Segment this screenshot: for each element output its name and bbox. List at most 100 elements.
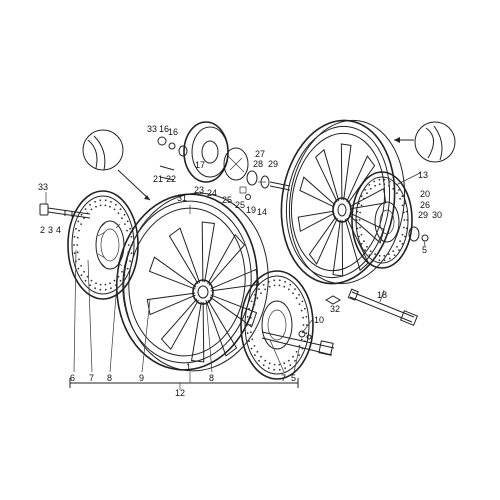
disc-hole xyxy=(360,195,363,198)
disc-hole xyxy=(401,233,404,236)
disc-hole xyxy=(113,279,116,282)
disc-hole xyxy=(130,235,133,238)
disc-hole xyxy=(80,265,82,267)
disc-hole xyxy=(292,355,294,358)
disc-hole xyxy=(404,202,406,205)
disc-hole xyxy=(104,283,107,286)
disc-hole xyxy=(73,235,76,238)
disc-hole xyxy=(73,252,76,255)
disc-hole xyxy=(273,368,276,371)
callout-33-left: 33 xyxy=(38,182,48,192)
disc-hole xyxy=(393,184,396,186)
disc-hole xyxy=(251,338,254,341)
disc-hole xyxy=(404,235,406,238)
disc-hole xyxy=(250,331,252,334)
disc-hole xyxy=(248,340,251,343)
disc-hole xyxy=(77,267,80,270)
disc-hole xyxy=(109,282,111,285)
disc-hole xyxy=(73,244,75,246)
wheel-spoke xyxy=(344,217,369,272)
callout-8-right: 8 xyxy=(209,373,214,383)
callout-27: 27 xyxy=(255,149,265,159)
disc-hole xyxy=(104,204,107,207)
disc-hole xyxy=(89,203,91,206)
disc-hole xyxy=(78,229,80,232)
disc-hole xyxy=(253,303,256,305)
disc-hole xyxy=(94,287,96,290)
disc-hole xyxy=(388,180,391,183)
disc-hole xyxy=(374,253,376,256)
disc-hole xyxy=(260,355,262,358)
disc-hole xyxy=(75,227,77,230)
callout-20: 20 xyxy=(420,189,430,199)
callout-5-right: 5 xyxy=(422,245,427,255)
rear-bearing xyxy=(408,226,420,242)
disc-hole xyxy=(366,192,368,195)
disc-hole xyxy=(294,288,296,291)
disc-hole xyxy=(129,227,132,230)
disc-hole xyxy=(283,285,286,288)
disc-hole xyxy=(127,244,130,246)
callout-16-b: 16 xyxy=(168,127,178,137)
disc-hole xyxy=(268,285,271,288)
disc-hole xyxy=(126,267,129,270)
wheel-spoke xyxy=(209,294,258,328)
callout-labels: 33 2 3 4 6 7 8 9 1 8 12 7 5 10 18 32 5 1… xyxy=(38,124,442,398)
disc-hole xyxy=(392,250,395,253)
disc-hole xyxy=(355,219,358,221)
rear-hub-assembly xyxy=(157,121,291,200)
callout-23: 23 xyxy=(194,185,204,195)
disc-hole xyxy=(250,300,253,303)
disc-hole xyxy=(250,347,253,350)
wheel-spoke xyxy=(160,298,199,351)
disc-hole xyxy=(369,187,372,190)
callout-24: 24 xyxy=(207,188,217,198)
front-wheel xyxy=(115,192,269,372)
disc-hole xyxy=(76,251,79,254)
wheel-spoke xyxy=(190,301,205,363)
disc-hole xyxy=(364,189,366,191)
callout-29-a: 28 xyxy=(253,159,263,169)
disc-hole xyxy=(267,280,270,283)
disc-hole xyxy=(305,332,308,335)
disc-hole xyxy=(301,300,304,303)
disc-hole xyxy=(99,283,102,286)
disc-hole xyxy=(84,208,87,211)
disc-hole xyxy=(368,254,371,256)
disc-hole xyxy=(84,279,87,282)
detail-circle-right xyxy=(394,121,456,163)
rear-wheel xyxy=(280,119,406,285)
disc-hole xyxy=(388,253,390,256)
disc-hole xyxy=(406,219,409,221)
disc-hole xyxy=(95,205,97,208)
rear-axle xyxy=(347,288,419,326)
disc-hole xyxy=(273,363,276,366)
disc-hole xyxy=(298,354,300,357)
disc-hole xyxy=(254,293,256,296)
wheel-spoke xyxy=(340,143,352,201)
disc-hole xyxy=(248,307,251,310)
disc-hole xyxy=(121,217,123,220)
wheel-spoke xyxy=(207,233,246,286)
disc-hole xyxy=(300,309,303,312)
disc-hole xyxy=(364,249,366,252)
disc-hole xyxy=(283,362,286,365)
disc-hole xyxy=(401,195,404,198)
disc-hole xyxy=(126,220,129,223)
detail-circle-left xyxy=(82,129,151,201)
disc-hole xyxy=(399,197,401,200)
disc-hole xyxy=(302,316,304,319)
front-axle xyxy=(261,330,335,356)
disc-hole xyxy=(253,345,256,347)
disc-hole xyxy=(378,259,381,262)
left-brake-disc xyxy=(67,190,139,300)
disc-hole xyxy=(278,363,281,366)
rear-brake-disc xyxy=(351,171,413,269)
rear-nut xyxy=(421,234,429,242)
disc-hole xyxy=(258,288,260,291)
callout-22: 22 xyxy=(166,174,176,184)
disc-hole xyxy=(80,223,82,226)
disc-hole xyxy=(123,213,126,216)
disc-hole xyxy=(401,204,404,207)
